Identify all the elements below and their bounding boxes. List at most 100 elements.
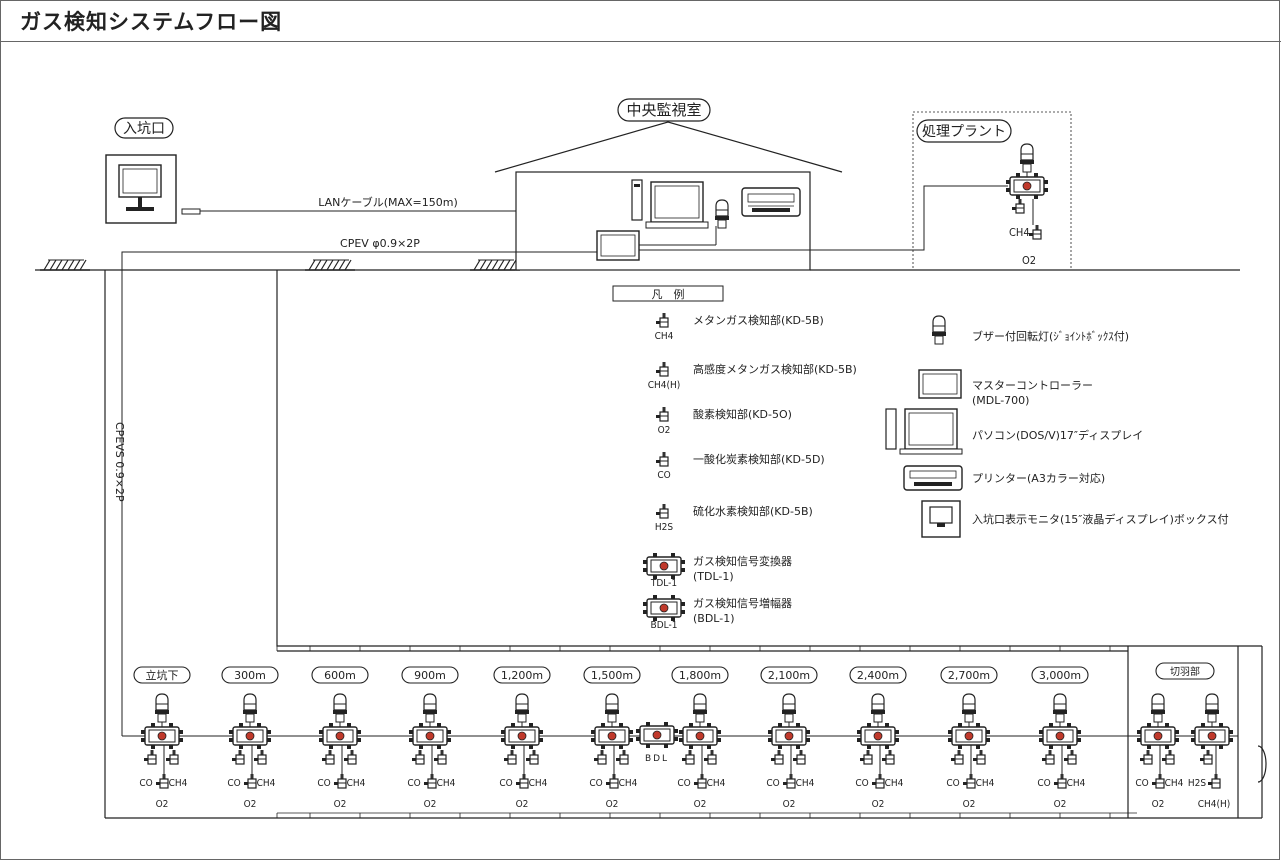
legend-item: TDL-1 ガス検知信号変換器 (TDL-1) — [642, 552, 792, 589]
legend-item-code: BDL-1 — [651, 620, 678, 631]
legend-item-code: TDL-1 — [650, 578, 677, 589]
amplifier-label: BDL — [645, 754, 669, 764]
tunnel-face — [1257, 745, 1267, 783]
legend-item-sub: (TDL-1) — [693, 570, 734, 583]
station-distance-label: 600m — [324, 669, 356, 682]
station-left-label: CO — [677, 778, 690, 789]
cpev-cable: CPEV φ0.9×2P CPEVS 0.9×2P — [113, 237, 597, 736]
legend-title: 凡 例 — [652, 287, 685, 301]
entrance-area: 入坑口 — [114, 117, 174, 139]
face-label: 切羽部 — [1170, 665, 1200, 678]
station-right-label: CH4 — [796, 778, 815, 789]
printer-icon — [741, 187, 801, 217]
station-bottom-label: O2 — [1054, 799, 1067, 810]
pc-icon — [631, 179, 709, 229]
station-left-label: CO — [407, 778, 420, 789]
plant-area: 処理プラント CH4 O2 — [912, 111, 1072, 271]
printer-icon — [903, 465, 963, 491]
legend-item-code: CO — [657, 470, 670, 481]
legend-right-item: パソコン(DOS/V)17″ディスプレイ — [885, 408, 1143, 455]
amplifier-bdl: BDL — [635, 721, 679, 764]
legend-item: H2S 硫化水素検知部(KD-5B) — [655, 503, 813, 533]
cpevs-label: CPEVS 0.9×2P — [113, 422, 126, 502]
title-bar: ガス検知システムフロー図 — [0, 0, 1281, 42]
station-label-pill — [493, 666, 551, 684]
legend-left-list: CH4 メタンガス検知部(KD-5B) CH4(H)高感度メタンガス検知部(KD-5… — [642, 312, 857, 631]
station-label-pill — [671, 666, 729, 684]
legend-item-text: ガス検知信号変換器 — [693, 554, 792, 568]
legend-right-item: プリンター(A3カラー対応) — [903, 465, 1105, 491]
station-right-label: CH4 — [976, 778, 995, 789]
station-distance-label: 立坑下 — [146, 668, 179, 682]
legend-item-text: ガス検知信号増幅器 — [693, 596, 792, 610]
station-left-label: CO — [499, 778, 512, 789]
lan-cable-label: LANケーブル(MAX=150m) — [318, 195, 458, 209]
control-room-label: 中央監視室 — [626, 101, 701, 119]
station-left-label: CO — [227, 778, 240, 789]
legend-item-code: O2 — [658, 425, 671, 436]
legend-item: CH4(H)高感度メタンガス検知部(KD-5B) — [648, 361, 857, 391]
buzzer-lamp-icon — [931, 315, 947, 345]
station-distance-label: 1,500m — [591, 669, 633, 682]
station-distance-label: 2,400m — [857, 669, 899, 682]
face-ch4h-label: CH4(H) — [1198, 799, 1231, 810]
station-bottom-label: O2 — [516, 799, 529, 810]
station-distance-label: 2,100m — [768, 669, 810, 682]
legend-item: O2 酸素検知部(KD-5O) — [655, 406, 792, 436]
station-right-label: CH4 — [707, 778, 726, 789]
legend-item-code: CH4 — [655, 331, 674, 342]
station-left-label: CO — [139, 778, 152, 789]
station-right-label: CH4 — [1165, 778, 1184, 789]
face-label-pill — [1155, 662, 1215, 680]
station-bottom-label: O2 — [334, 799, 347, 810]
page-title: ガス検知システムフロー図 — [20, 10, 283, 34]
station-distance-label: 2,700m — [948, 669, 990, 682]
legend-item-text: 酸素検知部(KD-5O) — [693, 407, 792, 421]
legend-right-text: プリンター(A3カラー対応) — [972, 471, 1105, 485]
station-right-label: CH4 — [1067, 778, 1086, 789]
station-right-label: CH4 — [529, 778, 548, 789]
legend: 凡 例 — [612, 285, 724, 302]
station-distance-label: 1,800m — [679, 669, 721, 682]
station-distance-label: 900m — [414, 669, 446, 682]
legend-right-text: 入坑口表示モニタ(15″液晶ディスプレイ)ボックス付 — [972, 512, 1229, 526]
tunnel-outline — [104, 270, 1263, 819]
station-right-label: CH4 — [437, 778, 456, 789]
legend-item: CH4 メタンガス検知部(KD-5B) — [655, 312, 824, 342]
station-distance-label: 300m — [234, 669, 266, 682]
station-label-pill — [583, 666, 641, 684]
station-left-label: CO — [946, 778, 959, 789]
station-bottom-label: O2 — [963, 799, 976, 810]
station-left-label: CO — [317, 778, 330, 789]
station-label-pill — [849, 666, 907, 684]
station-bottom-label: O2 — [694, 799, 707, 810]
legend-item-code: H2S — [655, 522, 673, 533]
legend-item-text: 硫化水素検知部(KD-5B) — [693, 504, 813, 518]
plant-o2-label: O2 — [1022, 254, 1036, 267]
legend-right-item: 入坑口表示モニタ(15″液晶ディスプレイ)ボックス付 — [921, 500, 1229, 538]
legend-item-text: メタンガス検知部(KD-5B) — [693, 313, 824, 327]
legend-item-sub: (BDL-1) — [693, 612, 735, 625]
legend-item-code: CH4(H) — [648, 380, 681, 391]
station-right-label: CH4 — [169, 778, 188, 789]
station-label-pill — [133, 666, 191, 684]
station-label-pill — [401, 666, 459, 684]
legend-right-text: ブザー付回転灯(ｼﾞｮｲﾝﾄﾎﾞｯｸｽ付) — [972, 329, 1129, 343]
station-label-pill — [221, 666, 279, 684]
master-controller-icon — [918, 369, 962, 399]
